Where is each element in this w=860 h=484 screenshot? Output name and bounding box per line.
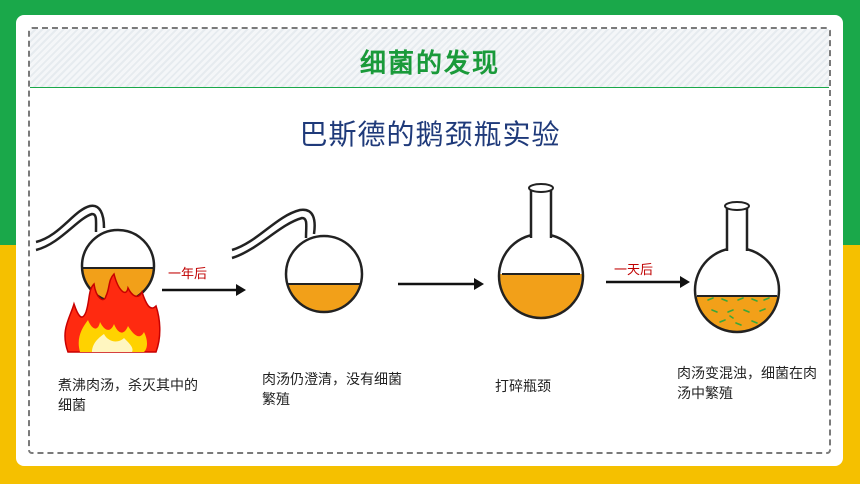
swan-neck-flask-clear <box>231 208 364 314</box>
flame-icon <box>64 272 161 353</box>
arrow-label-one-year: 一年后 <box>168 267 208 282</box>
arrow-label-one-day: 一天后 <box>614 263 654 278</box>
caption-step4: 肉汤变混浊，细菌在肉汤中繁殖 <box>677 366 817 402</box>
header-band <box>30 29 829 88</box>
caption-step1: 煮沸肉汤，杀灭其中的细菌 <box>58 378 198 414</box>
turbid-flask <box>693 201 781 334</box>
straight-neck-flask <box>497 183 585 320</box>
main-title: 巴斯德的鹅颈瓶实验 <box>299 118 561 151</box>
arrow-one-day <box>606 276 690 288</box>
content-card <box>16 15 843 466</box>
arrow-one-year <box>162 284 246 296</box>
bacteria-specks <box>707 297 770 326</box>
section-title: 细菌的发现 <box>359 49 500 79</box>
arrow-break-neck <box>398 278 484 290</box>
caption-step3: 打碎瓶颈 <box>495 379 551 395</box>
caption-step2: 肉汤仍澄清，没有细菌繁殖 <box>262 372 402 408</box>
dashed-frame <box>28 27 831 454</box>
header-divider <box>30 87 829 88</box>
